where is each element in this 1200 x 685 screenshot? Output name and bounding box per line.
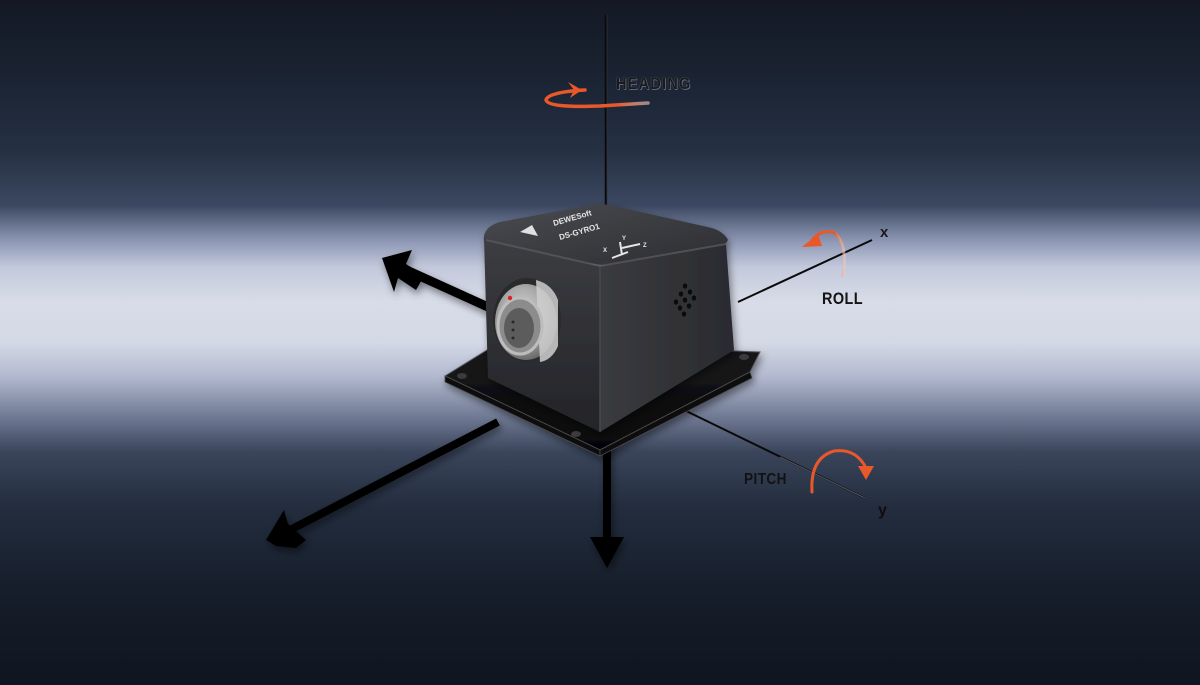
y-axis-line (679, 407, 866, 499)
x-axis-line (737, 239, 873, 303)
arrow-up-left (382, 250, 490, 312)
connector-red-dot (507, 295, 513, 301)
device-axis-glyph (611, 241, 641, 259)
arrow-down-left (266, 418, 500, 548)
device-connector (493, 278, 561, 362)
glyph-x-label: X (603, 248, 607, 254)
roll-rotation-arrow-icon (802, 230, 846, 278)
roll-label: ROLL (822, 289, 864, 308)
x-axis-label: x (880, 224, 889, 241)
heading-rotation-arrow-icon (544, 82, 650, 109)
heading-label: HEADING (616, 74, 692, 93)
arrow-down (590, 438, 624, 568)
glyph-y-label: Y (622, 236, 626, 242)
y-axis-label: y (878, 502, 888, 519)
pitch-rotation-arrow-icon (810, 449, 874, 494)
glyph-z-label: Z (643, 243, 647, 249)
vent-holes-icon (673, 283, 697, 317)
heading-axis (604, 15, 608, 205)
pitch-label: PITCH (744, 471, 787, 488)
